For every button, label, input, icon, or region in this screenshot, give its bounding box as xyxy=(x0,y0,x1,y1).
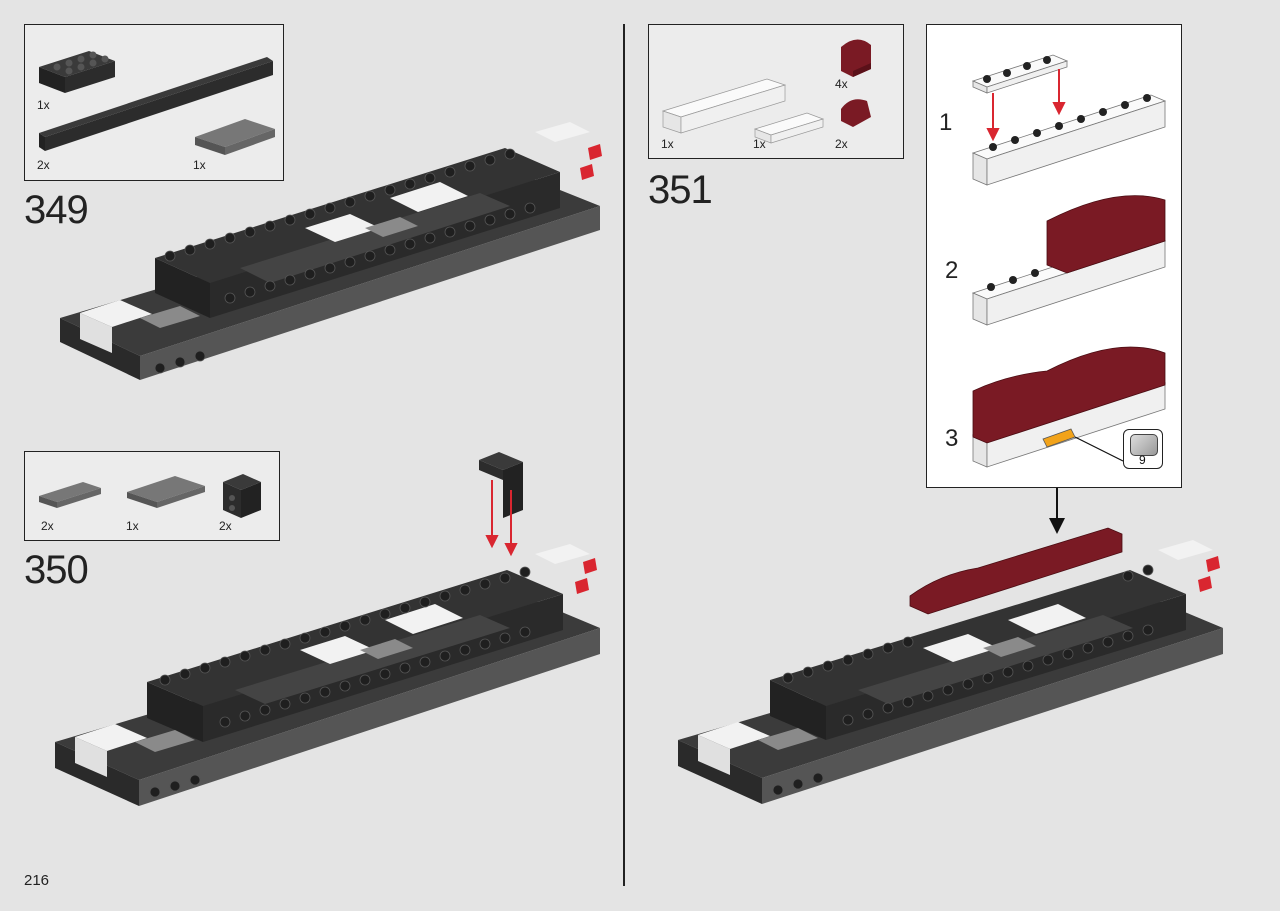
subassembly-illustration xyxy=(971,54,1167,468)
brick-1x4-white xyxy=(753,112,825,144)
model-351-illustration xyxy=(678,527,1223,804)
model-349-illustration xyxy=(60,122,602,380)
part-qty: 2x xyxy=(37,158,50,172)
plate-2x4-grey xyxy=(127,476,205,508)
substep-1-illustration xyxy=(971,54,1167,186)
slope-brick-darkred xyxy=(841,99,871,127)
part-qty: 2x xyxy=(219,519,232,533)
parts-list-349: 1x 2x 1x xyxy=(24,24,284,181)
sticker-icon xyxy=(1130,434,1158,456)
subassembly-callout: 1 2 3 xyxy=(926,24,1182,488)
page-number: 216 xyxy=(24,872,50,889)
parts-349-illustration xyxy=(39,51,275,155)
part-qty: 1x xyxy=(193,158,206,172)
part-qty: 2x xyxy=(835,137,848,151)
substep-3-illustration xyxy=(971,346,1167,468)
part-qty: 4x xyxy=(835,77,848,91)
part-qty: 1x xyxy=(126,519,139,533)
substep-number: 2 xyxy=(945,257,959,284)
sticker-reference: 9 xyxy=(1123,429,1163,469)
curved-slope-darkred xyxy=(841,39,871,77)
darkred-roof xyxy=(909,527,1123,615)
brick-1x16-dark xyxy=(39,57,273,151)
parts-list-351: 1x 1x 4x 2x xyxy=(648,24,904,159)
substep-number: 1 xyxy=(939,109,953,136)
substep-2-illustration xyxy=(971,195,1167,326)
parts-350-illustration xyxy=(39,474,261,518)
attach-arrow xyxy=(986,69,1066,142)
parts-list-350: 2x 1x 2x xyxy=(24,451,280,541)
callout-arrow xyxy=(1049,488,1065,534)
insert-arrow xyxy=(485,480,518,557)
column-divider xyxy=(623,24,625,886)
plate-2x4-grey xyxy=(195,119,275,155)
step-number: 349 xyxy=(24,188,89,232)
substep-number: 3 xyxy=(945,425,959,452)
part-qty: 1x xyxy=(37,98,50,112)
part-qty: 1x xyxy=(753,137,766,151)
brick-2x4-dark xyxy=(39,51,115,93)
step-number: 351 xyxy=(648,168,713,212)
step-number: 350 xyxy=(24,548,89,592)
brick-1x8-white xyxy=(661,78,787,134)
part-qty: 1x xyxy=(661,137,674,151)
model-350-illustration xyxy=(55,452,600,806)
bracket-dark xyxy=(223,474,261,518)
plate-1x4-grey xyxy=(39,482,101,508)
parts-351-illustration xyxy=(661,39,871,144)
bracket-insert xyxy=(479,452,523,518)
part-qty: 2x xyxy=(41,519,54,533)
sticker-number: 9 xyxy=(1139,453,1146,467)
